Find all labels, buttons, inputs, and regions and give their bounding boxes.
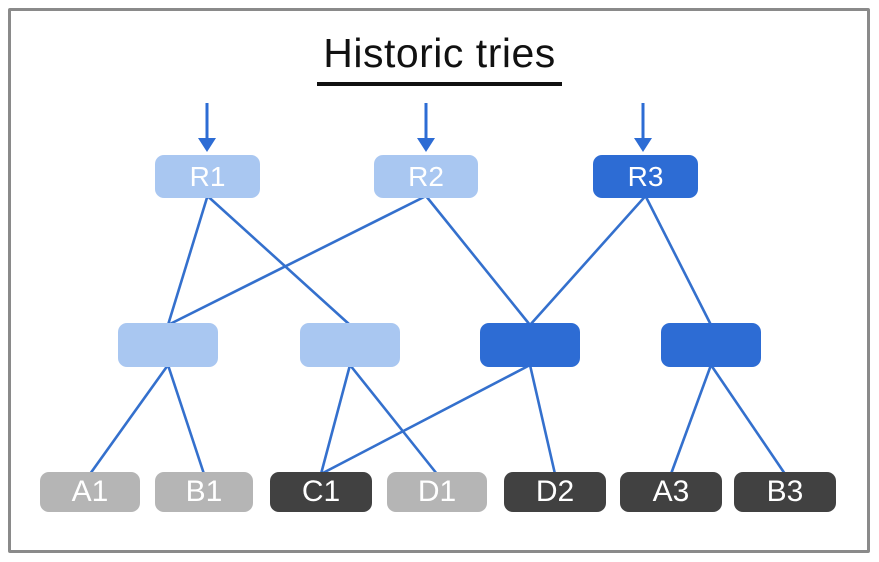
node-A1: A1: [40, 472, 140, 512]
diagram-title: Historic tries: [0, 30, 879, 86]
edge-M4-B3: [709, 364, 787, 475]
edge-M3-D2: [528, 364, 557, 475]
node-M2: [300, 323, 400, 367]
arrow-head-icon: [198, 138, 216, 152]
node-R3: R3: [593, 155, 698, 198]
edge-R3-M4: [644, 195, 713, 326]
edge-R2-M3: [424, 195, 532, 326]
diagram-title-text: Historic tries: [317, 30, 562, 86]
input-arrow-R1: [198, 103, 216, 152]
node-M1: [118, 323, 218, 367]
input-arrow-R3: [634, 103, 652, 152]
edge-M2-D1: [348, 364, 439, 475]
node-B3: B3: [734, 472, 836, 512]
node-D1: D1: [387, 472, 487, 512]
edge-M3-C1: [320, 363, 531, 476]
node-R2: R2: [374, 155, 478, 198]
input-arrow-R2: [417, 103, 435, 152]
node-B1: B1: [155, 472, 253, 512]
node-D2: D2: [504, 472, 606, 512]
arrow-head-icon: [417, 138, 435, 152]
node-C1: C1: [270, 472, 372, 512]
edge-M2-C1: [319, 364, 352, 475]
node-R1: R1: [155, 155, 260, 198]
node-M3: [480, 323, 580, 367]
edge-R3-M3: [529, 195, 647, 326]
edge-M4-A3: [669, 364, 713, 475]
edge-R1-M1: [166, 195, 209, 326]
arrow-head-icon: [634, 138, 652, 152]
edge-R2-M1: [167, 194, 427, 327]
node-M4: [661, 323, 761, 367]
node-A3: A3: [620, 472, 722, 512]
edge-M1-A1: [88, 364, 170, 475]
edge-M1-B1: [166, 364, 206, 475]
edge-R1-M2: [206, 195, 351, 326]
